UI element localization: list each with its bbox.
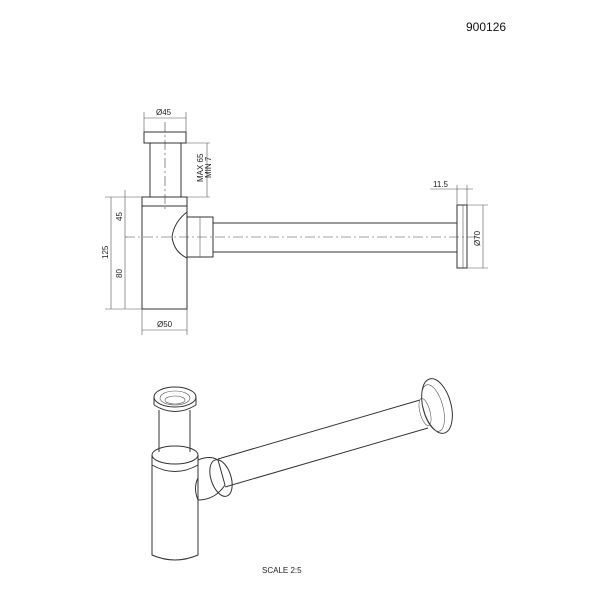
dim-flange-diameter: Ø70	[473, 230, 482, 246]
scale-label: SCALE 2:5	[262, 566, 302, 575]
dim-upper-height: 45	[115, 212, 124, 221]
isometric-view	[151, 378, 453, 561]
top-cap	[143, 131, 187, 144]
dim-min: MIN 7	[204, 156, 213, 178]
dimension-lines	[105, 112, 488, 335]
wall-flange	[456, 204, 468, 269]
product-code: 900126	[466, 20, 507, 34]
dim-total-height: 125	[101, 245, 110, 259]
outlet-junction	[171, 211, 188, 259]
dim-max: MAX 65	[196, 153, 205, 182]
dim-top-diameter: Ø45	[156, 108, 172, 117]
dim-body-diameter: Ø50	[157, 320, 173, 329]
dim-lower-height: 80	[115, 269, 124, 278]
dim-flange-thickness: 11.5	[433, 180, 449, 189]
